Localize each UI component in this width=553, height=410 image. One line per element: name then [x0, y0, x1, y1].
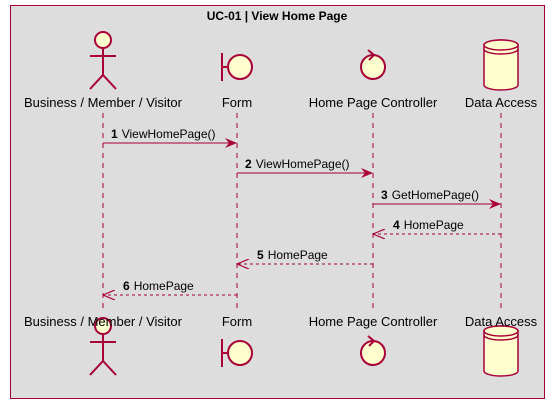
participant-label-form: Form	[222, 95, 252, 110]
message-label-5: 5 HomePage	[257, 248, 328, 262]
message-number: 5	[257, 248, 264, 262]
actor-icon	[89, 317, 117, 376]
actor-legs	[89, 73, 117, 90]
message-text: HomePage	[404, 218, 464, 232]
control-arrowhead	[367, 335, 376, 347]
message-text: ViewHomePage()	[256, 157, 350, 171]
database-rim	[483, 48, 519, 55]
actor-head	[94, 31, 112, 49]
participant-label-data: Data Access	[465, 314, 538, 329]
message-label-4: 4 HomePage	[393, 218, 464, 232]
message-text: ViewHomePage()	[122, 127, 216, 141]
message-label-2: 2 ViewHomePage()	[245, 157, 350, 171]
database-icon	[483, 39, 519, 91]
message-text: HomePage	[268, 248, 328, 262]
boundary-circle	[227, 54, 253, 80]
actor-legs	[89, 359, 117, 376]
boundary-icon	[221, 53, 253, 81]
control-icon	[360, 49, 386, 80]
database-top	[483, 39, 519, 51]
message-label-6: 6 HomePage	[123, 279, 194, 293]
message-label-3: 3 GetHomePage()	[381, 188, 479, 202]
database-icon	[483, 325, 519, 377]
message-number: 1	[111, 127, 118, 141]
database-top	[483, 325, 519, 337]
diagram-frame	[10, 5, 545, 399]
message-number: 6	[123, 279, 130, 293]
participant-label-data: Data Access	[465, 95, 538, 110]
diagram-title: UC-01 | View Home Page	[207, 9, 348, 23]
message-number: 4	[393, 218, 400, 232]
message-label-1: 1 ViewHomePage()	[111, 127, 216, 141]
control-arrowhead	[367, 49, 376, 61]
participant-label-controller: Home Page Controller	[309, 314, 438, 329]
control-icon	[360, 335, 386, 366]
control-circle	[360, 54, 386, 80]
control-circle	[360, 340, 386, 366]
participant-label-actor: Business / Member / Visitor	[24, 314, 183, 329]
message-text: GetHomePage()	[392, 188, 479, 202]
actor-icon	[89, 31, 117, 90]
participant-label-form: Form	[222, 314, 252, 329]
message-text: HomePage	[134, 279, 194, 293]
message-number: 2	[245, 157, 252, 171]
database-rim	[483, 334, 519, 341]
message-number: 3	[381, 188, 388, 202]
boundary-icon	[221, 339, 253, 367]
participant-label-controller: Home Page Controller	[309, 95, 438, 110]
boundary-circle	[227, 340, 253, 366]
participant-label-actor: Business / Member / Visitor	[24, 95, 183, 110]
